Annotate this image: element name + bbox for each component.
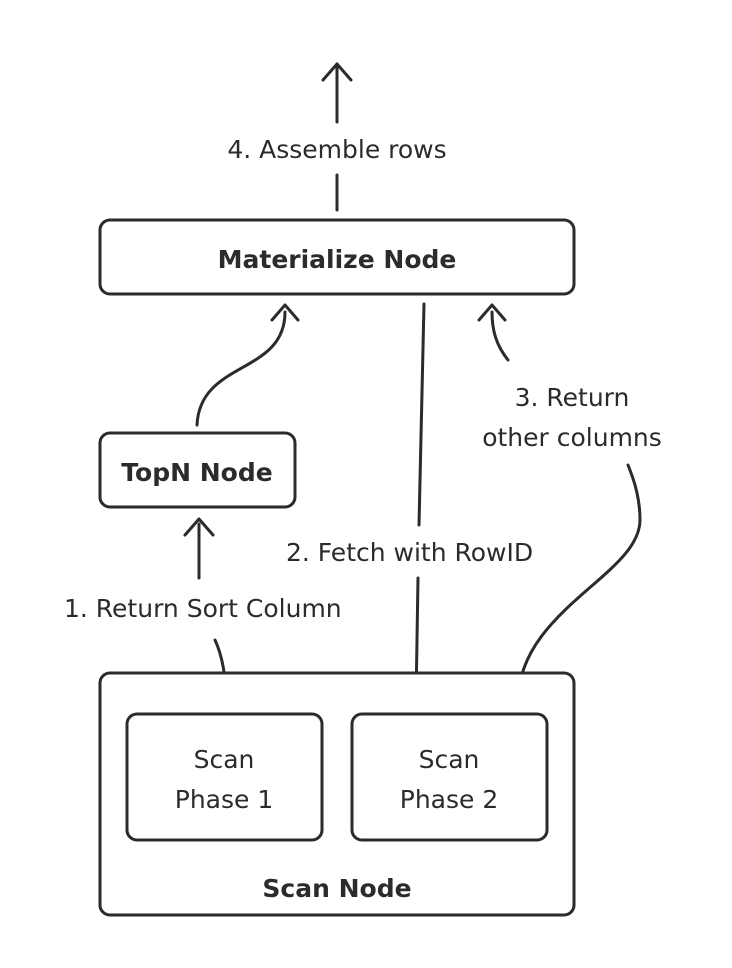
fetch-with-rowid-label: 2. Fetch with RowID xyxy=(286,538,533,567)
materialize-node: Materialize Node xyxy=(98,218,576,296)
scan-phase-1: Scan Phase 1 xyxy=(125,712,324,842)
scan-phase-1-line-2: Phase 1 xyxy=(175,785,274,814)
scan-phase-1-line-1: Scan xyxy=(194,745,255,774)
edge-fetch-with-rowid: 2. Fetch with RowID xyxy=(286,302,533,706)
scan-phase-2: Scan Phase 2 xyxy=(350,712,549,842)
edge-assemble-rows: 4. Assemble rows xyxy=(227,62,447,212)
return-other-columns-label-2: other columns xyxy=(482,423,662,452)
scan-phase-2-line-2: Phase 2 xyxy=(400,785,499,814)
topn-node-label: TopN Node xyxy=(121,458,272,487)
topn-node: TopN Node xyxy=(98,431,297,509)
scan-node-label: Scan Node xyxy=(262,874,411,903)
scan-phase-2-line-1: Scan xyxy=(419,745,480,774)
edge-return-other-columns: 3. Return other columns xyxy=(477,303,662,704)
return-other-columns-label-1: 3. Return xyxy=(515,383,630,412)
assemble-rows-label: 4. Assemble rows xyxy=(227,135,446,164)
edge-return-sort-column: 1. Return Sort Column xyxy=(64,517,342,704)
return-sort-column-label: 1. Return Sort Column xyxy=(64,594,342,623)
materialize-node-label: Materialize Node xyxy=(218,245,457,274)
edge-topn-to-materialize xyxy=(195,303,300,427)
